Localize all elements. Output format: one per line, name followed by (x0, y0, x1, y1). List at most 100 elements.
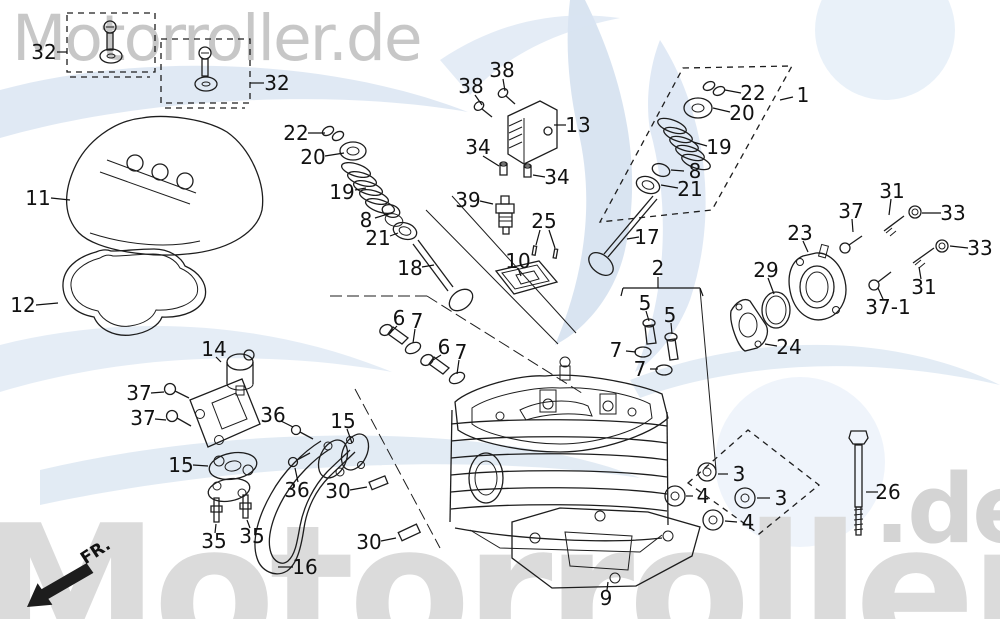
leader-line-2 (699, 287, 704, 297)
part-label-39: 39 (455, 188, 480, 212)
part-label-30: 30 (356, 530, 381, 554)
leader-line-37-1 (877, 287, 884, 300)
leader-line-20 (712, 107, 731, 113)
leader-line-21 (389, 232, 399, 237)
part-label-25: 25 (531, 209, 556, 233)
leader-line-17 (626, 236, 640, 240)
part-label-38: 38 (458, 74, 483, 98)
part-label-13: 13 (565, 113, 590, 137)
stud-6-drawing (378, 322, 466, 385)
part-label-26: 26 (875, 480, 900, 504)
part-label-32: 32 (31, 40, 56, 64)
manifold-gasket-drawing (731, 300, 768, 351)
part-label-14: 14 (201, 337, 226, 361)
part-label-5: 5 (639, 291, 652, 315)
part-label-22: 22 (740, 81, 765, 105)
leader-line-11 (50, 197, 71, 201)
grommets-drawing (665, 430, 819, 534)
head-gasket-drawing (512, 508, 700, 588)
part-label-10: 10 (505, 249, 530, 273)
part-label-12: 12 (10, 293, 35, 317)
part-label-33: 33 (967, 236, 992, 260)
screw-box-right-drawing (161, 39, 250, 108)
leader-line-6 (389, 325, 398, 334)
part-label-36: 36 (260, 403, 285, 427)
leader-line-21 (660, 184, 679, 189)
leader-line-14 (215, 356, 222, 363)
leader-line-7 (412, 328, 416, 344)
exhaust-gasket-drawing (206, 449, 258, 504)
part-label-16: 16 (292, 555, 317, 579)
bolt-36-drawing (289, 426, 314, 467)
part-label-11: 11 (25, 186, 50, 210)
part-label-2: 2 (652, 256, 665, 280)
part-label-1: 1 (797, 83, 810, 107)
leader-line-7 (456, 359, 460, 375)
part-label-15: 15 (330, 409, 355, 433)
leader-line-34 (482, 155, 500, 167)
part-label-37: 37 (130, 406, 155, 430)
part-label-3: 3 (775, 486, 788, 510)
leader-line-37 (150, 391, 165, 394)
cdi-box-drawing (508, 101, 557, 164)
dowel-pins-25-drawing (532, 246, 558, 258)
part-label-32: 32 (264, 71, 289, 95)
part-label-22: 22 (283, 121, 308, 145)
part-label-21: 21 (365, 226, 390, 250)
part-label-24: 24 (776, 335, 801, 359)
leader-line-36 (294, 467, 299, 483)
part-label-34: 34 (544, 165, 569, 189)
leader-line-6 (432, 354, 442, 361)
construction-lines (330, 196, 716, 548)
part-label-23: 23 (787, 221, 812, 245)
valve-kit-box-drawing (600, 66, 792, 222)
leader-line-34 (532, 174, 546, 178)
leader-line-29 (767, 277, 775, 295)
leader-line-5 (645, 310, 650, 322)
leader-line-30 (380, 537, 397, 542)
leader-line-22 (724, 89, 742, 94)
spacer-34-drawing (500, 162, 531, 177)
tensioner-drawing (165, 350, 261, 447)
part-label-7: 7 (610, 338, 623, 362)
leader-line-8 (670, 169, 685, 172)
o-ring-drawing (762, 292, 790, 328)
part-label-3: 3 (733, 462, 746, 486)
part-label-19: 19 (706, 135, 731, 159)
part-label-7: 7 (634, 357, 647, 381)
leader-line-9 (606, 581, 609, 591)
part-label-37: 37 (126, 381, 151, 405)
leader-line-10 (517, 267, 522, 277)
part-label-31: 31 (911, 275, 936, 299)
leader-line-35 (214, 523, 217, 534)
leader-line-4 (724, 520, 738, 523)
leader-line-31 (888, 198, 892, 216)
leader-line-38 (502, 78, 506, 92)
part-label-6: 6 (393, 306, 406, 330)
leader-line-7 (625, 350, 637, 353)
leader-line-1 (779, 96, 794, 101)
part-label-31: 31 (879, 179, 904, 203)
part-label-20: 20 (729, 101, 754, 125)
leader-line-2 (620, 287, 624, 297)
stud-35-drawing (211, 495, 251, 522)
cylinder-head-drawing (450, 357, 668, 552)
part-label-21: 21 (677, 177, 702, 201)
part-label-34: 34 (465, 135, 490, 159)
part-label-20: 20 (300, 145, 325, 169)
leader-line-15 (346, 428, 353, 444)
part-label-33: 33 (940, 201, 965, 225)
part-label-19: 19 (329, 180, 354, 204)
valve-cover-drawing (67, 117, 263, 255)
leader-line-8 (374, 213, 389, 219)
leader-line-25 (535, 229, 541, 246)
part-label-6: 6 (438, 335, 451, 359)
part-label-4: 4 (697, 484, 710, 508)
part-label-29: 29 (753, 258, 778, 282)
valve-stack-left-drawing (321, 125, 477, 316)
part-label-4: 4 (742, 510, 755, 534)
part-label-9: 9 (600, 586, 613, 610)
